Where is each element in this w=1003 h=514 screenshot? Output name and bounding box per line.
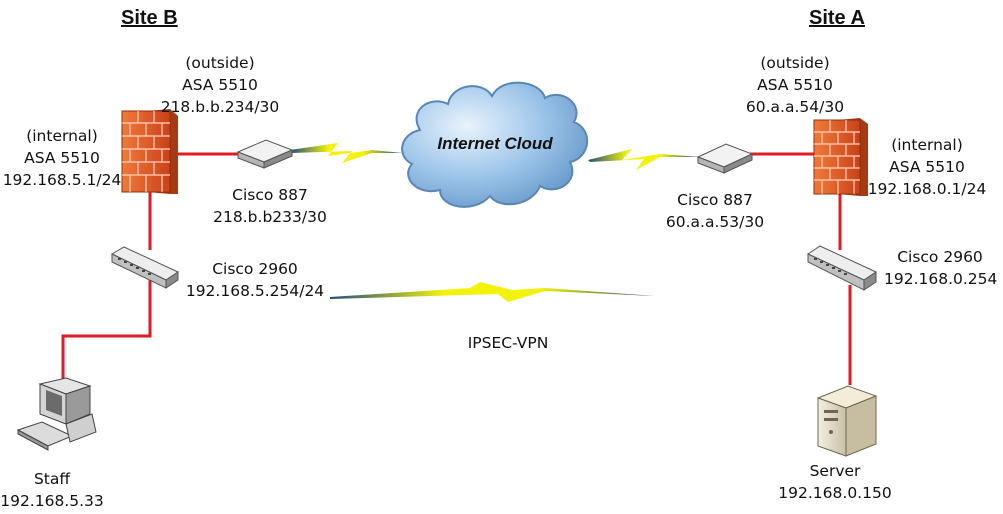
switch-site-a-icon <box>806 245 878 291</box>
asa-internal-label-b: (internal) ASA 5510 192.168.5.1/24 <box>2 127 122 189</box>
switch-site-b-icon <box>110 246 180 289</box>
firewall-site-a-icon <box>813 118 868 196</box>
router-label-a: Cisco 887 60.a.a.53/30 <box>665 191 765 231</box>
vpn-bolt <box>330 282 655 302</box>
wan-bolt-b <box>290 143 402 163</box>
staff-pc-icon <box>16 377 97 451</box>
router-label-b: Cisco 887 218.b.b233/30 <box>213 186 327 226</box>
firewall-site-b-icon <box>121 109 178 194</box>
vpn-tunnel <box>330 282 655 302</box>
vpn-label: IPSEC-VPN <box>467 334 549 352</box>
asa-internal-label-a: (internal) ASA 5510 192.168.0.1/24 <box>867 136 987 198</box>
link-switch-b-staff <box>61 280 152 383</box>
router-site-a-icon <box>696 143 754 174</box>
site-b-heading: Site B <box>121 7 178 29</box>
asa-outside-label-b: (outside) ASA 5510 218.b.b.234/30 <box>160 54 280 116</box>
site-a-heading: Site A <box>809 7 865 29</box>
router-site-b-icon <box>236 139 294 169</box>
switch-label-b: Cisco 2960 192.168.5.254/24 <box>185 260 325 300</box>
wan-bolt-a <box>588 149 700 170</box>
server-icon <box>816 385 878 457</box>
wan-link-b <box>290 143 402 163</box>
staff-label: Staff 192.168.5.33 <box>0 470 104 510</box>
internet-cloud-label: Internet Cloud <box>437 134 553 153</box>
site-a-links <box>750 152 852 385</box>
switch-label-a: Cisco 2960 192.168.0.254 <box>884 248 998 288</box>
internet-cloud <box>401 81 589 208</box>
cloud-shape <box>401 81 589 208</box>
asa-outside-label-a: (outside) ASA 5510 60.a.a.54/30 <box>745 54 845 116</box>
wan-link-a <box>588 149 700 170</box>
server-label: Server 192.168.0.150 <box>778 462 892 502</box>
site-b-links <box>61 152 240 383</box>
